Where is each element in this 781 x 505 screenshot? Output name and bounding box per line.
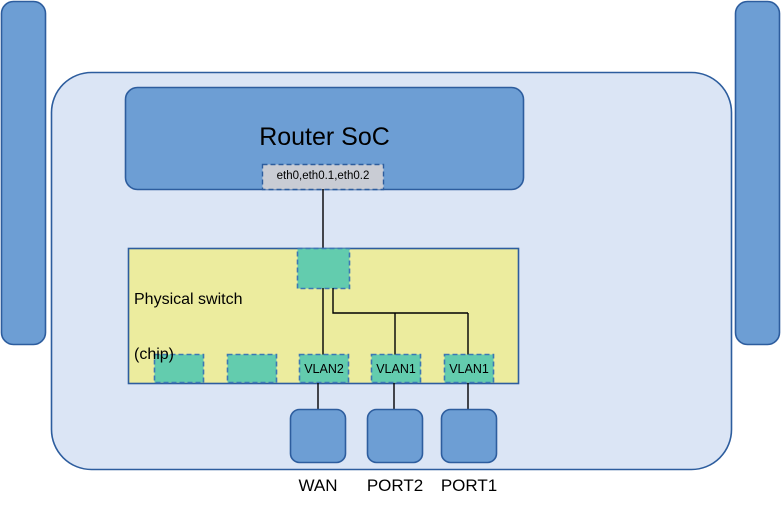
jack-port2 [366,408,424,464]
right-antenna [734,0,781,346]
jack-port1 [440,408,498,464]
switch-port-vlan1-b [443,353,495,384]
switch-port-unused-1 [153,353,205,384]
switch-cpu-port [296,247,351,290]
switch-port-vlan2 [298,353,350,384]
left-antenna [0,0,47,346]
cpu-interface-port [261,163,385,191]
switch-port-vlan1-a [370,353,422,384]
switch-port-unused-2 [226,353,278,384]
jack-wan [289,408,347,464]
trunk-branch-bus [332,288,468,314]
